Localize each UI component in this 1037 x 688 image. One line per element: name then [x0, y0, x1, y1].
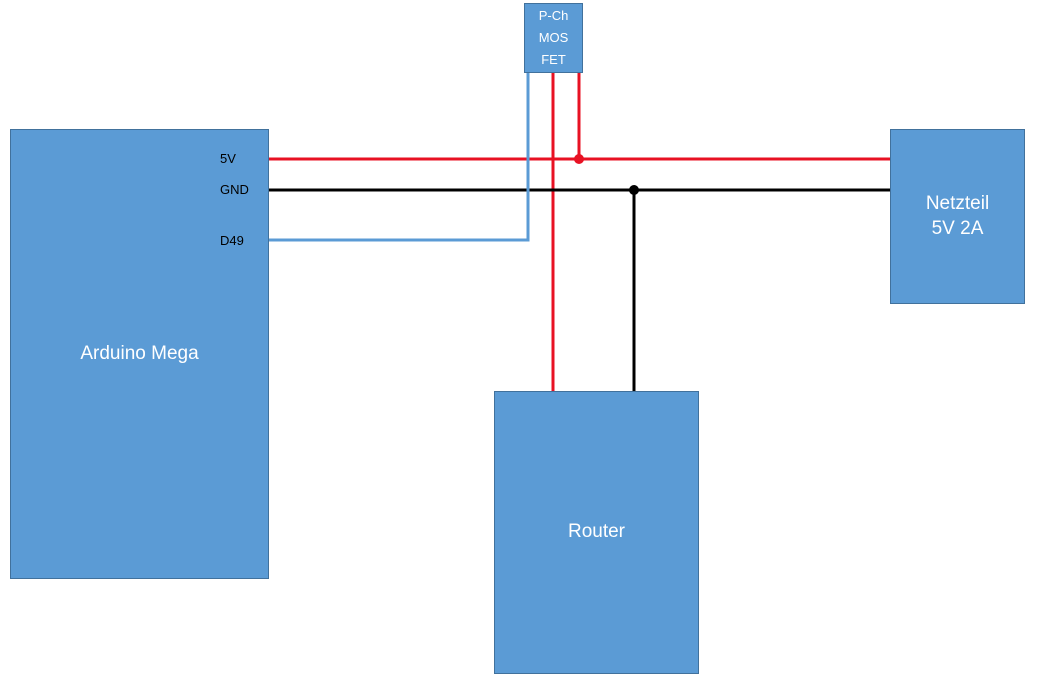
mosfet-label: P-Ch MOS FET [538, 7, 569, 68]
junction-gnd [629, 185, 639, 195]
pin-label-gnd: GND [220, 182, 249, 197]
router-label: Router [567, 521, 626, 543]
pin-label-5v: 5V [220, 151, 236, 166]
power-supply-block: Netzteil 5V 2A [890, 129, 1025, 304]
junction-5v [574, 154, 584, 164]
arduino-mega-block: Arduino Mega [10, 129, 269, 579]
pin-label-d49: D49 [220, 233, 244, 248]
arduino-mega-label: Arduino Mega [80, 342, 199, 364]
mosfet-block: P-Ch MOS FET [524, 3, 583, 73]
power-supply-label: Netzteil 5V 2A [925, 192, 990, 239]
wire-d49-to-mosfet-gate [269, 73, 530, 242]
router-block: Router [494, 391, 699, 674]
